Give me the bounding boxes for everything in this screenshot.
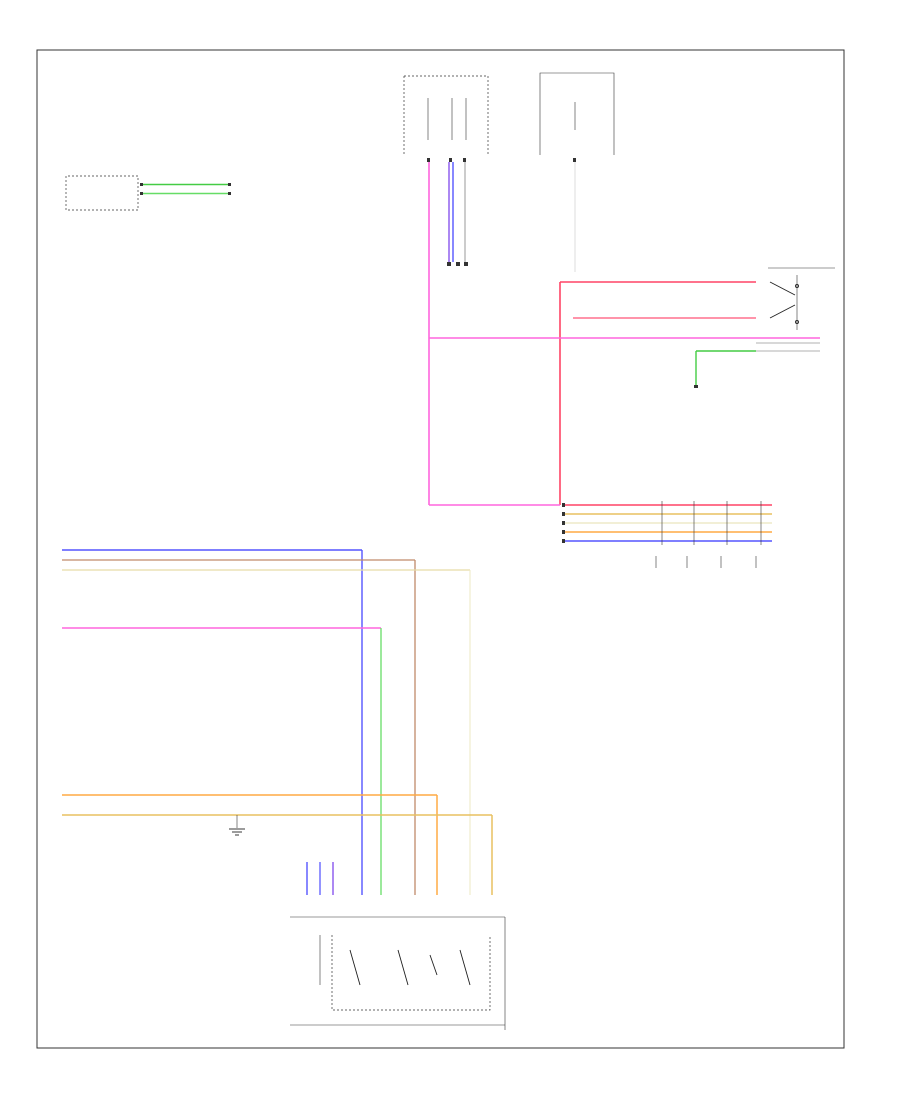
green-pin	[694, 385, 698, 388]
relay-arm-1	[769, 281, 796, 296]
switch-contact-1	[349, 949, 361, 986]
junction-pin-c	[464, 262, 468, 266]
ic-pin-1	[140, 183, 143, 186]
switch-contact-3	[459, 949, 471, 986]
tml-pin-a	[427, 158, 430, 162]
bank-pin-2	[562, 512, 565, 516]
ic-cluster-group	[65, 175, 231, 211]
relay-symbol	[768, 267, 835, 330]
ic-dest-pin-1	[228, 183, 231, 186]
ic-dest-pin-2	[228, 192, 231, 195]
top-module-left	[403, 75, 489, 162]
bank-pin-4	[562, 530, 565, 534]
right-connector-bank	[562, 501, 772, 568]
diagram-frame	[36, 49, 845, 1049]
relay-arm-2	[769, 304, 796, 319]
switch-box	[331, 935, 491, 1011]
ic-cluster-box	[65, 175, 139, 211]
junction-pin-b	[456, 262, 460, 266]
bank-pin-5	[562, 539, 565, 543]
tml-pin-b	[449, 158, 452, 162]
junction-pin-a	[447, 262, 451, 266]
ic-pin-2	[140, 192, 143, 195]
top-module-right-box	[539, 72, 615, 155]
switch-contact-4	[429, 954, 438, 976]
left-harness	[62, 549, 493, 895]
bank-pin-1	[562, 503, 565, 507]
switch-contact-2	[397, 949, 409, 986]
tmr-pin	[573, 158, 576, 162]
top-module-left-box	[404, 75, 489, 155]
tml-pin-c	[463, 158, 466, 162]
bank-pin-3	[562, 521, 565, 525]
top-module-right	[539, 72, 615, 162]
switch-assembly	[290, 862, 506, 1030]
